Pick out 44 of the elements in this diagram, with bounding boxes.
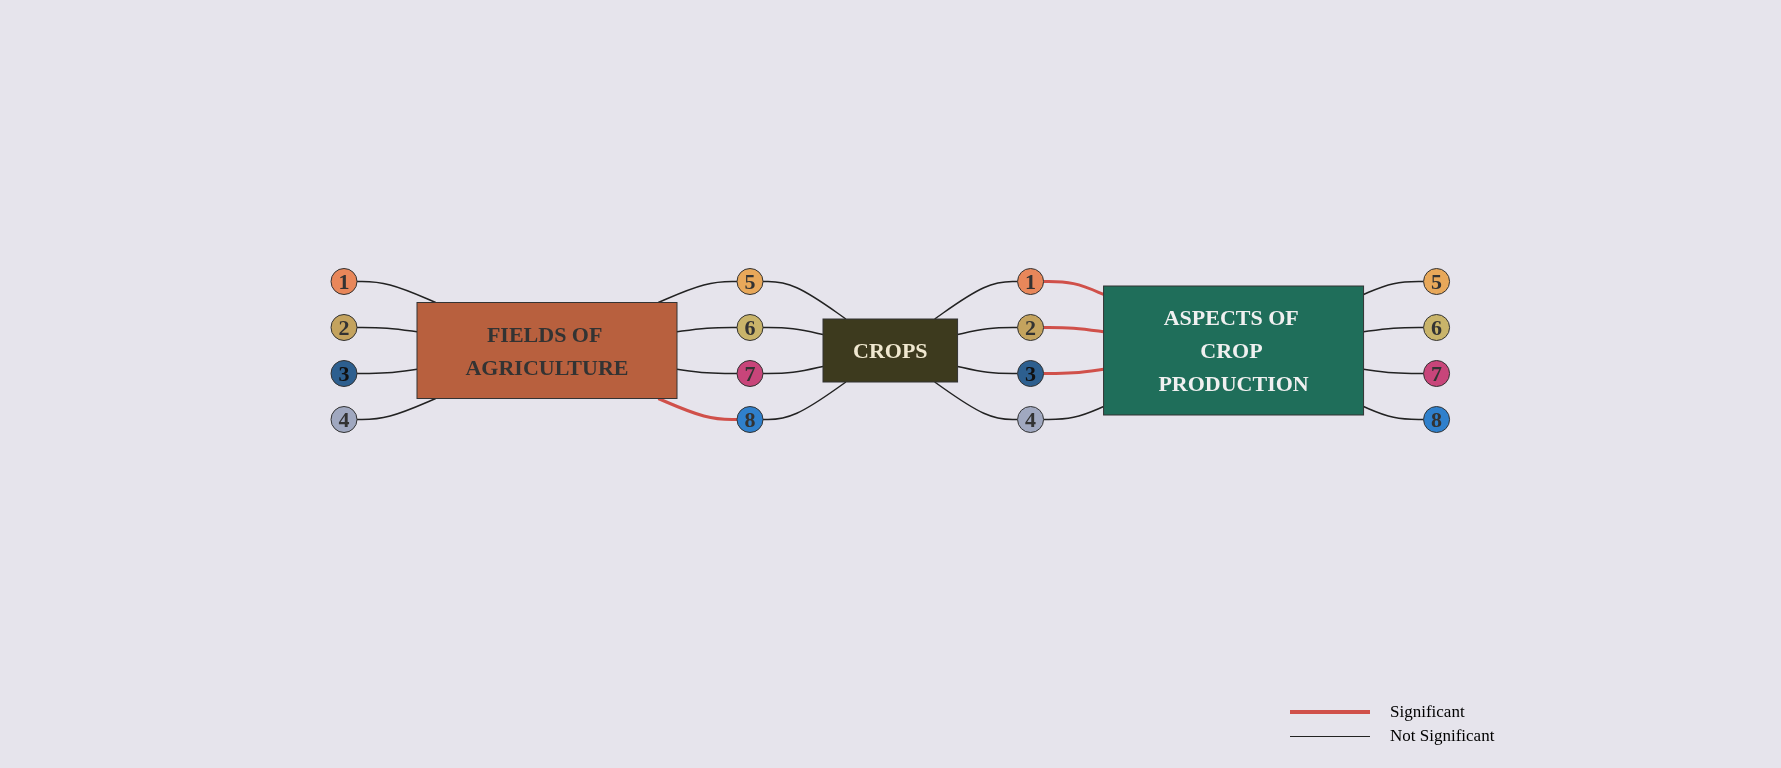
connector: [1363, 326, 1425, 333]
connector: [356, 280, 437, 303]
node-circle: 7: [1423, 359, 1451, 387]
connector: [762, 326, 824, 335]
connector: [762, 380, 847, 420]
connector: [957, 365, 1019, 374]
connector: [762, 365, 824, 374]
connector: [762, 280, 847, 320]
connector: [356, 397, 437, 420]
connector: [1043, 279, 1105, 296]
node-box: CROPS: [822, 318, 959, 382]
legend-text: Not Significant: [1390, 726, 1495, 746]
connector: [1363, 280, 1425, 295]
connector: [676, 367, 738, 374]
connector: [1363, 405, 1425, 420]
connector: [657, 280, 738, 303]
node-circle: 2: [330, 313, 358, 341]
node-circle: 6: [1423, 313, 1451, 341]
node-circle: 3: [1017, 359, 1045, 387]
node-circle: 5: [1423, 267, 1451, 295]
node-circle: 4: [1017, 405, 1045, 433]
connector: [676, 326, 738, 333]
node-box: ASPECTS OF CROP PRODUCTION: [1103, 285, 1365, 415]
node-circle: 1: [330, 267, 358, 295]
node-circle: 4: [330, 405, 358, 433]
node-circle: 8: [1423, 405, 1451, 433]
node-circle: 1: [1017, 267, 1045, 295]
legend-text: Significant: [1390, 702, 1465, 722]
node-circle: 7: [736, 359, 764, 387]
node-circle: 3: [330, 359, 358, 387]
connector: [1043, 405, 1105, 420]
connector: [934, 280, 1019, 320]
node-circle: 8: [736, 405, 764, 433]
connector: [356, 367, 418, 374]
connector: [1043, 367, 1104, 375]
connector: [934, 380, 1019, 420]
connector: [356, 326, 418, 333]
connector: [957, 326, 1019, 335]
node-circle: 5: [736, 267, 764, 295]
node-circle: 6: [736, 313, 764, 341]
node-circle: 2: [1017, 313, 1045, 341]
node-box: FIELDS OF AGRICULTURE: [416, 301, 678, 399]
connector: [1043, 325, 1104, 333]
connector: [1363, 367, 1425, 374]
